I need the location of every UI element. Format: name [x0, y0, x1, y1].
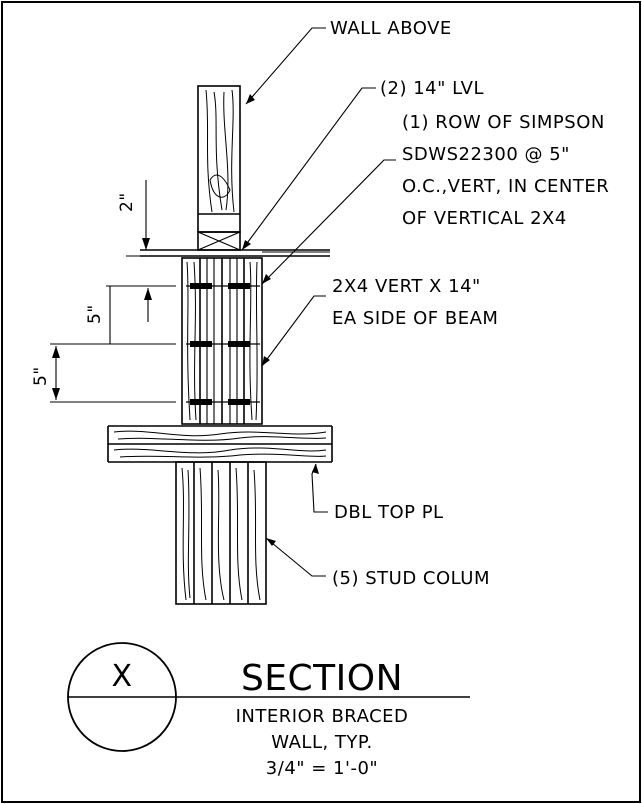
dim-5in-label-upper: 5": [85, 304, 105, 324]
label-screw-line-4: OF VERTICAL 2X4: [402, 208, 567, 229]
label-screw-line-1: (1) ROW OF SIMPSON: [402, 112, 605, 133]
screw-row: [186, 283, 260, 405]
stud-column: [175, 461, 267, 605]
leader-lines: [241, 27, 396, 577]
dimension-lines: [50, 180, 176, 403]
label-screw-line-3: O.C.,VERT, IN CENTER: [402, 176, 609, 197]
label-wall-above: WALL ABOVE: [330, 18, 452, 39]
label-vert-2x4-line-1: 2X4 VERT X 14": [332, 276, 481, 297]
double-top-plate: [107, 425, 333, 463]
screw: [186, 283, 260, 289]
section-mark: X: [111, 659, 132, 694]
label-lvl: (2) 14" LVL: [380, 78, 484, 99]
label-stud-column: (5) STUD COLUM: [332, 568, 490, 589]
section-title: SECTION: [241, 658, 403, 699]
section-subtitle-line-2: WALL, TYP.: [271, 732, 372, 753]
dim-2in-label: 2": [117, 192, 137, 212]
screw: [186, 399, 260, 405]
section-symbol: [67, 642, 470, 752]
section-subtitle-line-1: INTERIOR BRACED: [236, 706, 409, 727]
floor-sheathing: [140, 249, 330, 257]
wall-above-stud: [197, 85, 241, 251]
label-top-plate: DBL TOP PL: [334, 502, 444, 523]
dim-5in-label-lower: 5": [31, 366, 51, 386]
label-vert-2x4-line-2: EA SIDE OF BEAM: [332, 308, 498, 329]
screw: [186, 341, 260, 347]
section-scale: 3/4" = 1'-0": [266, 758, 378, 779]
label-screw-line-2: SDWS22300 @ 5": [402, 144, 570, 165]
